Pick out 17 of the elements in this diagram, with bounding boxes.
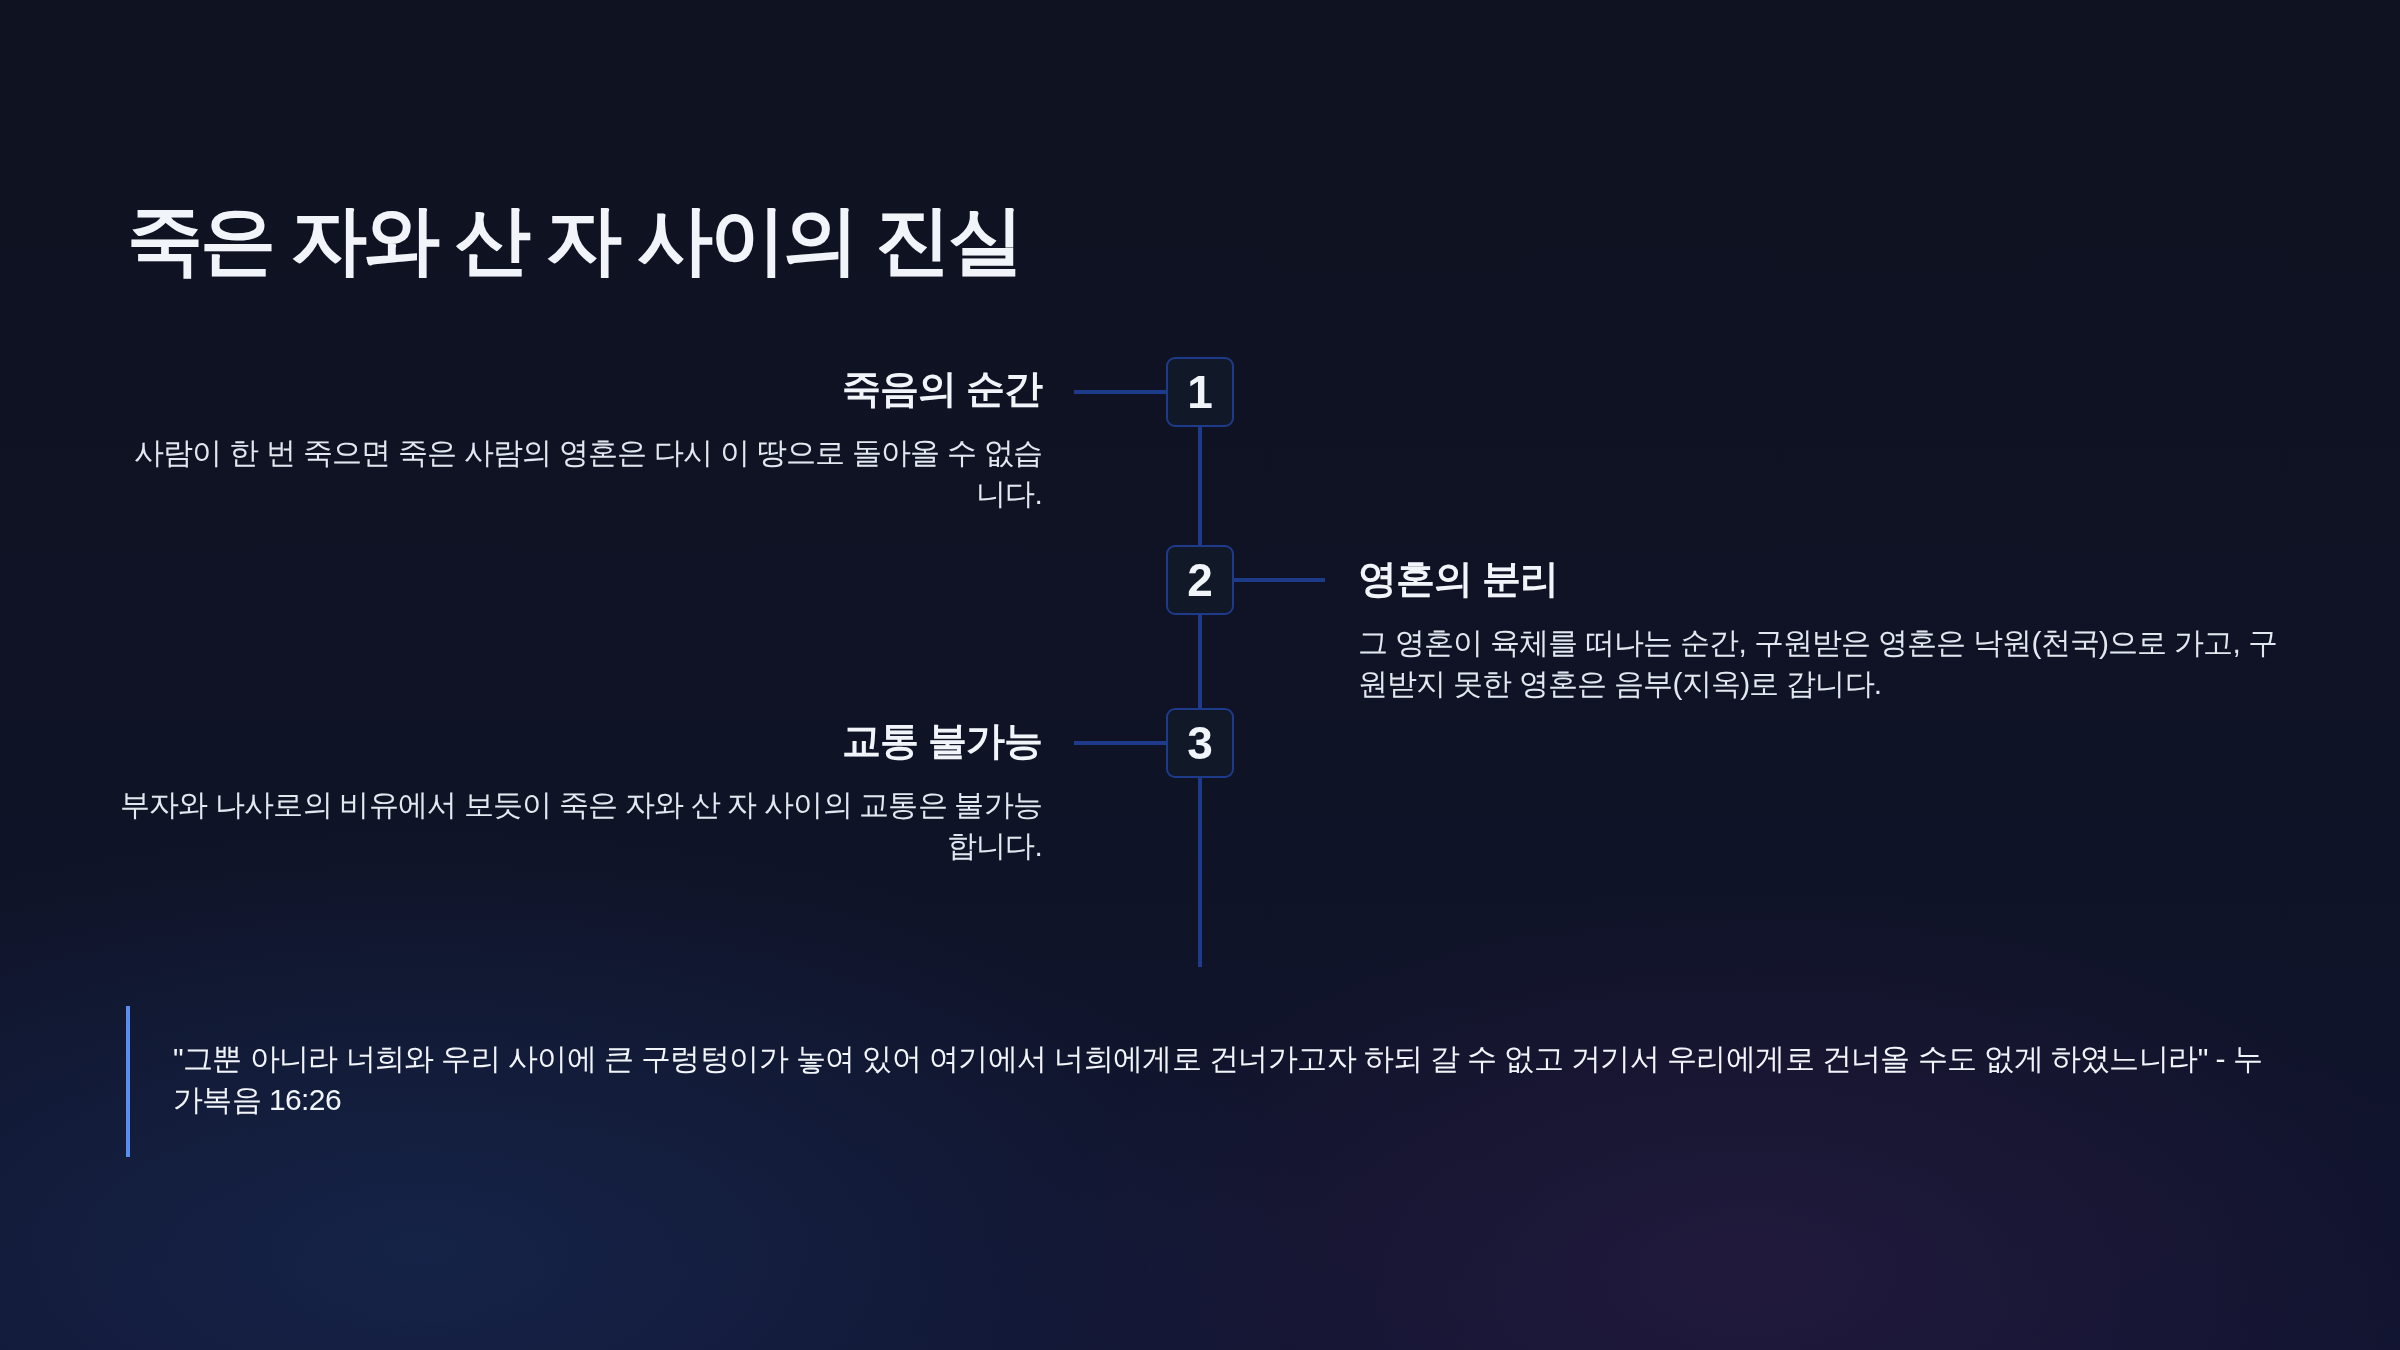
item-description: 부자와 나사로의 비유에서 보듯이 죽은 자와 산 자 사이의 교통은 불가능합니다. xyxy=(118,787,1042,864)
connector-line xyxy=(1074,390,1166,394)
connector-line xyxy=(1074,741,1166,745)
item-heading: 교통 불가능 xyxy=(842,718,1042,764)
connector-line xyxy=(1198,778,1202,967)
quote-text: "그뿐 아니라 너희와 우리 사이에 큰 구렁텅이가 놓여 있어 여기에서 너희에게로 건너가고자 하되 갈 수 없고 거기서 우리에게로 건너올 수도 없게 하였느니라" - 누가복음 16:26 xyxy=(173,1041,2263,1118)
step-number-box: 1 xyxy=(1166,357,1234,427)
item-description: 그 영혼이 육체를 떠나는 순간, 구원받은 영혼은 낙원(천국)으로 가고, 구원받지 못한 영혼은 음부(지옥)로 갑니다. xyxy=(1358,625,2278,702)
connector-line xyxy=(1198,427,1202,545)
step-number-box: 3 xyxy=(1166,708,1234,778)
connector-line xyxy=(1234,578,1325,582)
item-description: 사람이 한 번 죽으면 죽은 사람의 영혼은 다시 이 땅으로 돌아올 수 없습니다. xyxy=(132,435,1042,512)
step-number-box: 2 xyxy=(1166,545,1234,615)
item-heading: 영혼의 분리 xyxy=(1358,556,1558,602)
slide-title: 죽은 자와 산 자 사이의 진실 xyxy=(127,196,1021,284)
connector-line xyxy=(1198,615,1202,708)
item-heading: 죽음의 순간 xyxy=(842,366,1042,412)
